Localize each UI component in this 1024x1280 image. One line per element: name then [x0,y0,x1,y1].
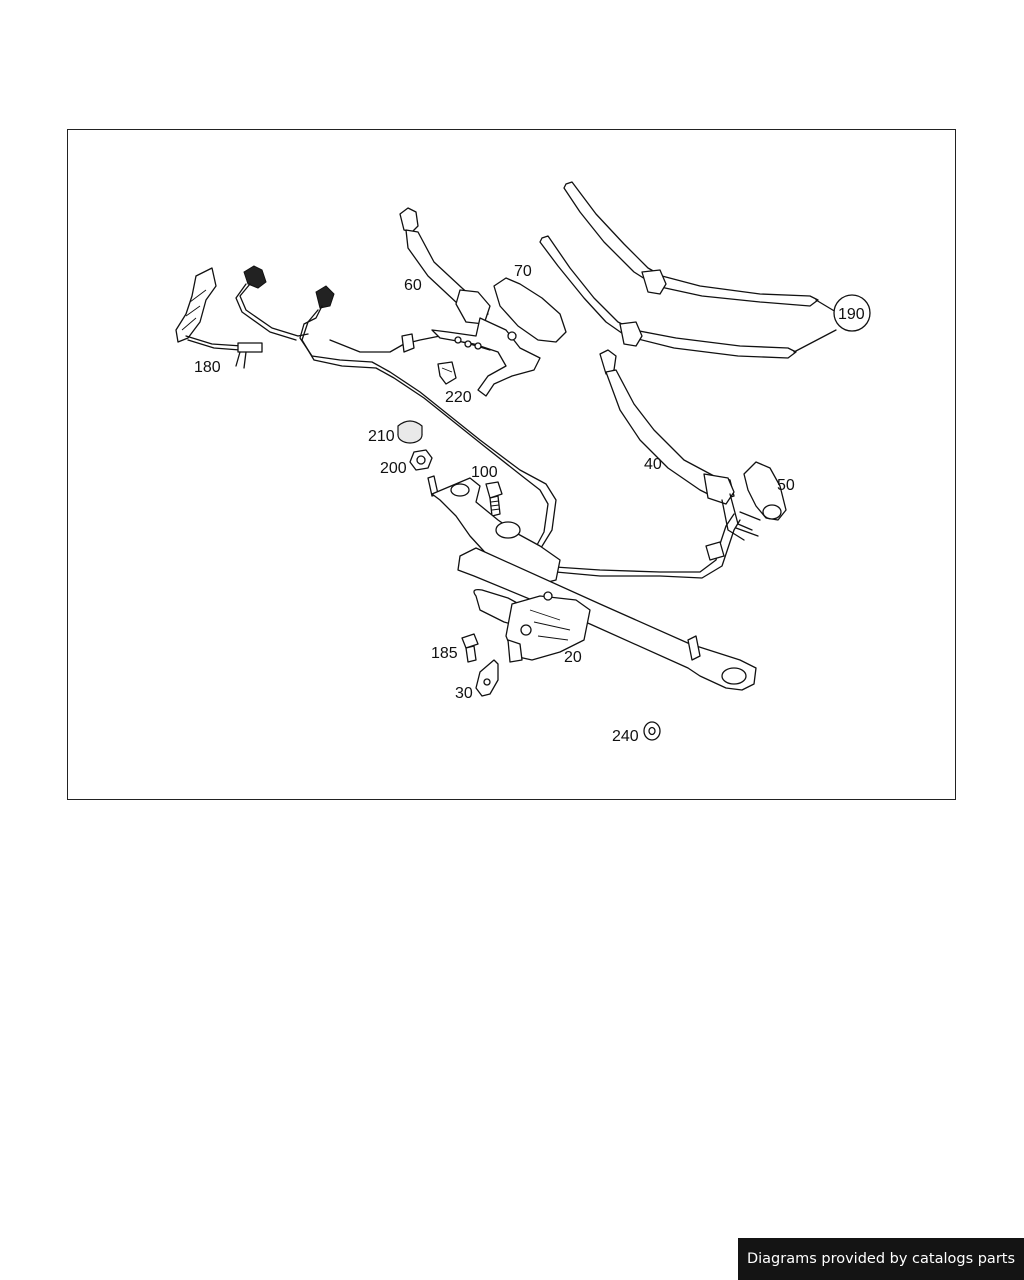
part-70-arm-cover [493,277,567,343]
callout-50: 50 [777,477,795,494]
part-200-nut [409,449,433,471]
callout-60: 60 [404,277,422,294]
credit-badge: Diagrams provided by catalogs parts [738,1238,1024,1280]
part-180-harness-bracket [175,267,263,369]
part-60-wiper-arm [399,207,541,397]
part-210-cap [397,420,423,444]
callout-30: 30 [455,685,473,702]
part-240-washer [643,721,661,741]
callout-210: 210 [368,428,395,445]
part-40-wiper-arm [599,349,753,541]
part-185-bolt [461,633,479,663]
part-30-bracket [475,659,499,697]
callout-20: 20 [564,649,582,666]
callout-220: 220 [445,389,472,406]
wiring-harness [235,265,761,579]
callout-240: 240 [612,728,639,745]
diagram-frame [67,129,956,800]
callout-185: 185 [431,645,458,662]
callout-200: 200 [380,460,407,477]
part-220-clip [437,361,457,385]
callout-40: 40 [644,456,662,473]
part-190-wiper-blades [539,181,871,359]
callout-190: 190 [838,306,865,323]
callout-100: 100 [471,464,498,481]
part-100-bolt [485,481,503,517]
callout-70: 70 [514,263,532,280]
credit-text: Diagrams provided by catalogs parts [746,1251,1016,1267]
part-50-arm-cover [743,461,787,521]
part-20-linkage-motor [427,475,757,691]
callout-180: 180 [194,359,221,376]
